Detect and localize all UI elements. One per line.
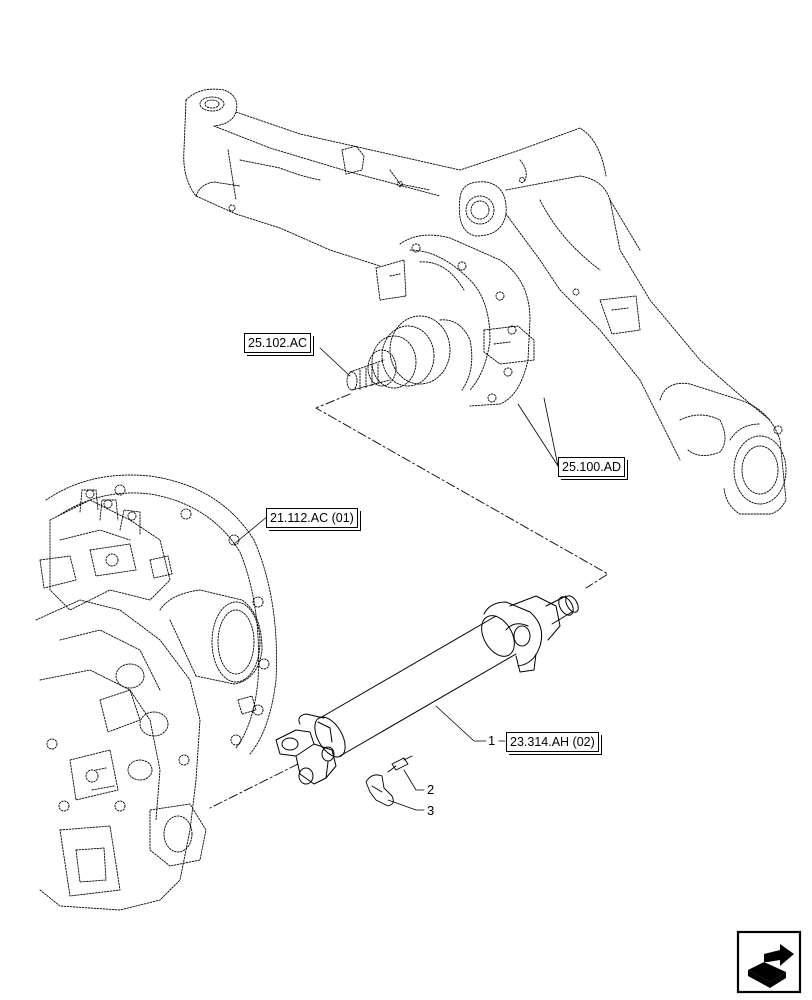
ref-front-axle[interactable]: 25.100.AD [558, 457, 629, 480]
callout-item-1: 1 [488, 733, 496, 748]
ref-front-axle-shaft[interactable]: 25.102.AC [244, 333, 315, 356]
callout-item-2: 2 [427, 782, 435, 797]
callout-item-3: 3 [427, 803, 435, 818]
drive-shaft [275, 595, 579, 785]
front-axle-housing [183, 88, 787, 515]
next-page-arrow-icon[interactable] [736, 930, 802, 994]
alignment-centerlines [209, 393, 609, 809]
ref-transmission[interactable]: 21.112.AC (01) [266, 508, 361, 531]
strap-clip [365, 774, 394, 807]
screw [387, 755, 413, 773]
leader-lines [233, 347, 559, 811]
ref-drive-shaft[interactable]: 23.314.AH (02) [506, 732, 602, 755]
transmission-housing [35, 474, 277, 911]
